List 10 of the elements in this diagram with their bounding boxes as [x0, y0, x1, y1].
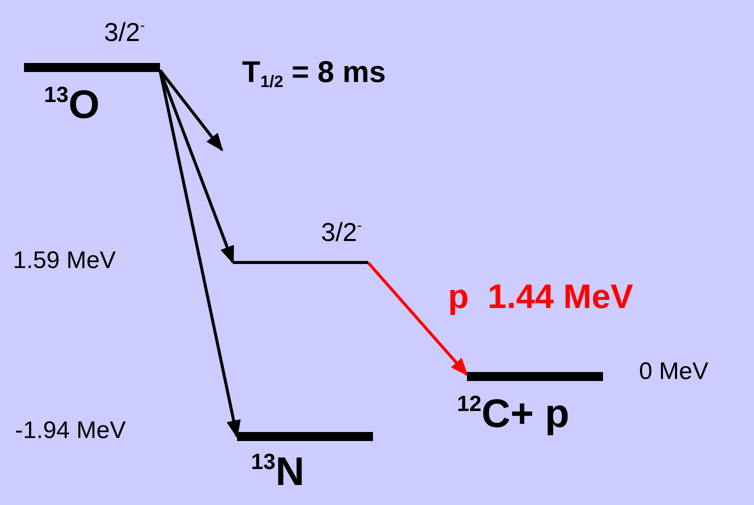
energy-value-label: 0 MeV [639, 360, 708, 384]
spin-parity-label: 3/2$^{-}$ [321, 219, 362, 245]
energy-value-label: -1.94 MeV [15, 419, 126, 443]
spin-parity-label: 3/2$^{-}$ [104, 19, 145, 45]
nucleus-label: $^{13}$O [44, 85, 100, 125]
half-life-label: T$_{1/2}$ = 8 ms [242, 58, 386, 88]
nucleus-label: $^{12}$C+ p [457, 394, 570, 434]
nucleus-label: $^{13}$N [251, 452, 304, 492]
edge-label: p 1.44 MeV [448, 280, 634, 314]
energy-value-label: 1.59 MeV [13, 249, 116, 273]
